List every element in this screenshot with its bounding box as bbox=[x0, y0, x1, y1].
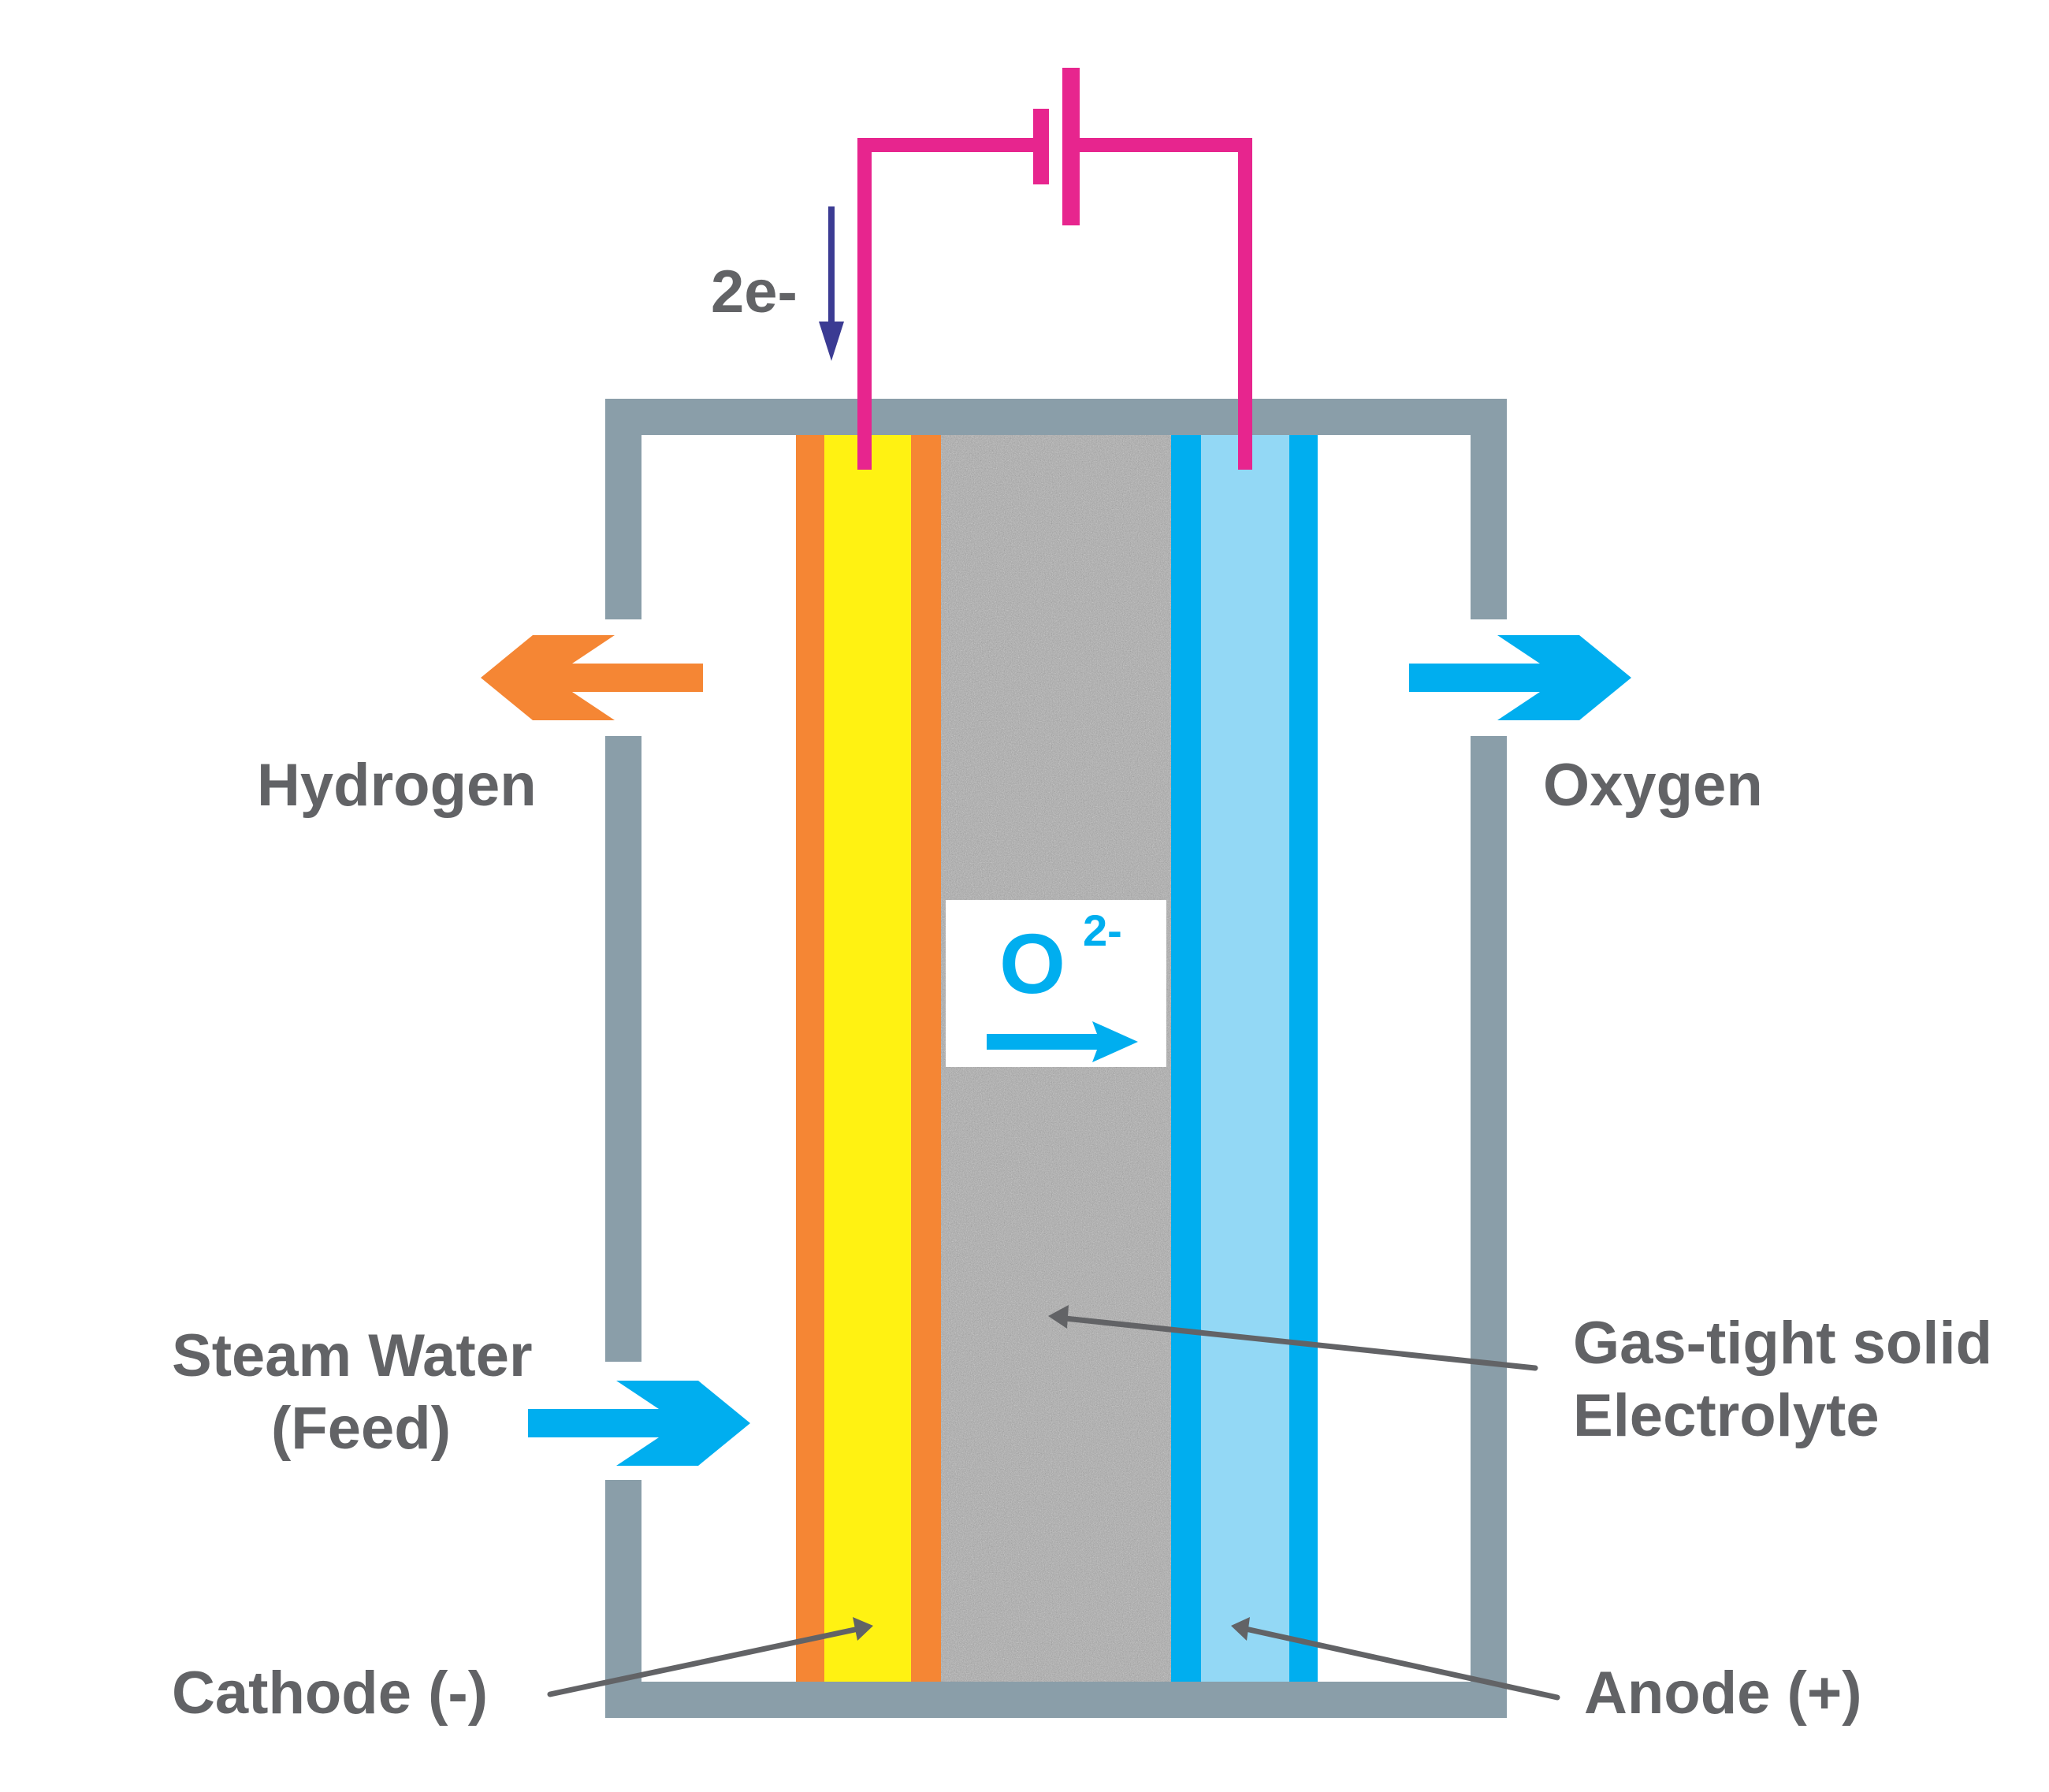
anode-electrode bbox=[1171, 435, 1318, 1682]
housing-bottom-wall bbox=[605, 1682, 1507, 1718]
oxygen-outlet-arrow bbox=[1409, 635, 1631, 720]
housing-right-wall-lower bbox=[1471, 736, 1507, 1718]
electron-flow: 2e- bbox=[711, 206, 844, 361]
housing-top-wall bbox=[605, 399, 1507, 435]
oxide-ion-indicator: O 2- bbox=[946, 900, 1166, 1067]
electrolyte-label-line1: Gas-tight solid bbox=[1573, 1310, 1992, 1377]
hydrogen-label: Hydrogen bbox=[257, 752, 537, 819]
housing-left-wall-upper bbox=[605, 399, 641, 619]
ion-symbol: O bbox=[999, 916, 1065, 1011]
anode-inner-layer bbox=[1201, 435, 1289, 1682]
anode-leader-arrowhead bbox=[1231, 1617, 1250, 1641]
steam-label-line2: (Feed) bbox=[271, 1395, 451, 1462]
electrolyte-label-line2: Electrolyte bbox=[1573, 1382, 1880, 1449]
anode-outer-layer-left bbox=[1171, 435, 1201, 1682]
cathode-outer-layer-right bbox=[911, 435, 941, 1682]
oxygen-label: Oxygen bbox=[1543, 752, 1763, 819]
circuit-wire bbox=[857, 138, 1040, 470]
ion-direction-arrow bbox=[987, 1021, 1138, 1062]
external-circuit bbox=[857, 68, 1252, 470]
electron-arrow-head bbox=[819, 322, 844, 361]
electron-label: 2e- bbox=[711, 258, 798, 325]
cathode-outer-layer-left bbox=[796, 435, 824, 1682]
hydrogen-outlet-arrow bbox=[481, 635, 703, 720]
electrolyte-leader-arrowhead bbox=[1048, 1305, 1069, 1329]
leader-lines bbox=[547, 1314, 1560, 1701]
battery-long-plate bbox=[1062, 68, 1080, 225]
ion-charge: 2- bbox=[1083, 905, 1122, 955]
cathode-leader-arrowhead bbox=[853, 1617, 873, 1641]
housing-right-wall-upper bbox=[1471, 399, 1507, 619]
steam-label-line1: Steam Water bbox=[172, 1322, 533, 1389]
anode-outer-layer-right bbox=[1289, 435, 1318, 1682]
cathode-label: Cathode (-) bbox=[172, 1660, 488, 1727]
cathode-electrode bbox=[796, 435, 941, 1682]
anode-label: Anode (+) bbox=[1584, 1660, 1862, 1727]
circuit-wire-right bbox=[1069, 138, 1252, 470]
cathode-inner-layer bbox=[824, 435, 911, 1682]
housing-left-wall-middle bbox=[605, 736, 641, 1362]
battery-short-plate bbox=[1033, 109, 1049, 184]
steam-inlet-arrow bbox=[528, 1381, 750, 1466]
electrolyte-leader-line bbox=[1054, 1314, 1538, 1371]
cathode-leader-line bbox=[547, 1625, 865, 1697]
electron-arrow-shaft bbox=[828, 206, 835, 328]
anode-leader-line bbox=[1239, 1625, 1560, 1701]
